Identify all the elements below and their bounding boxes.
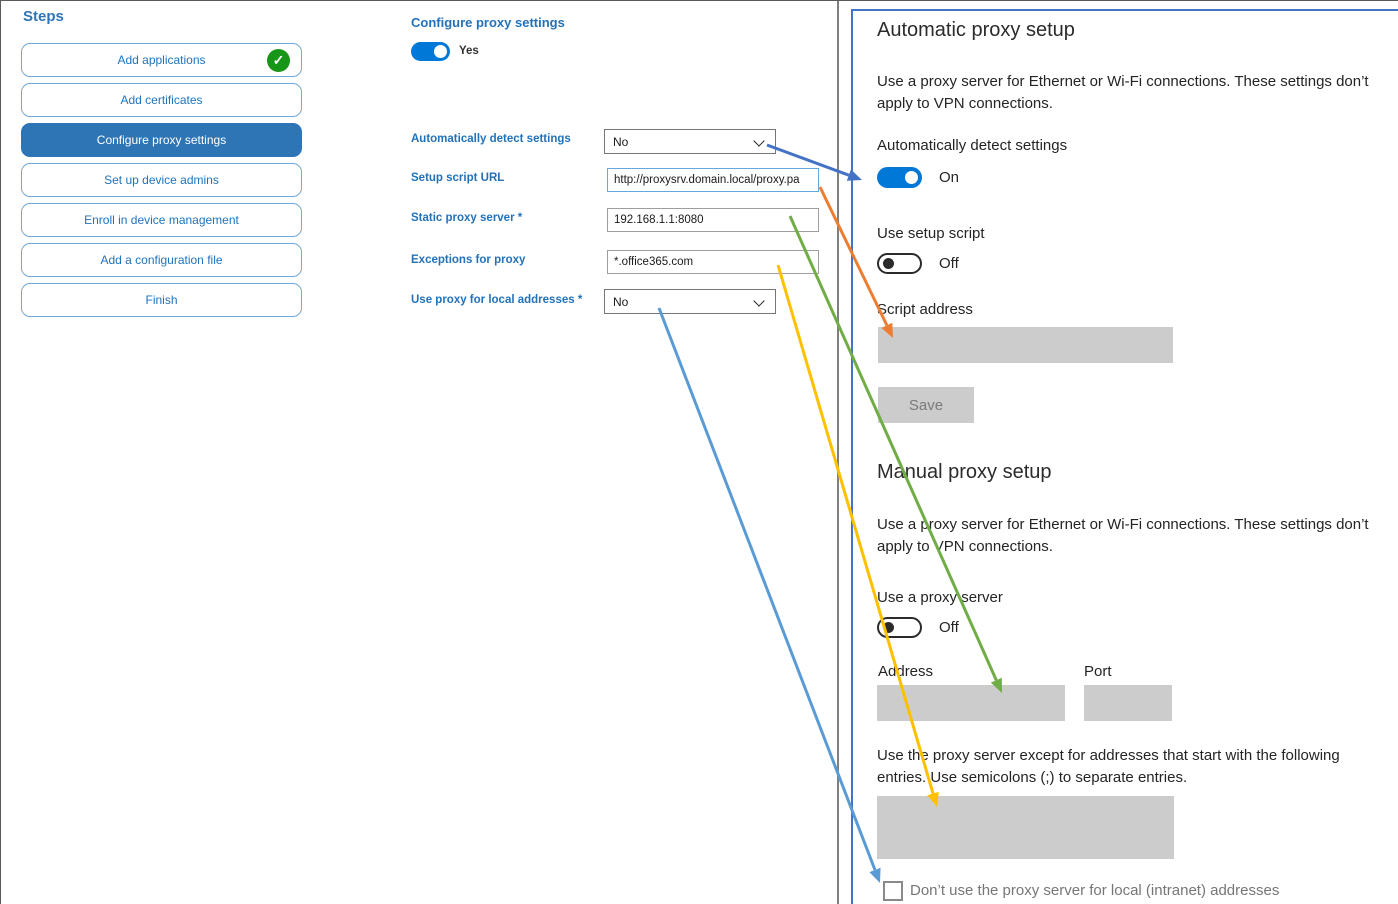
use-setup-script-toggle-state: Off xyxy=(939,255,959,272)
sidebar-step-add-certificates[interactable]: Add certificates xyxy=(21,83,302,117)
sidebar-step-configure-proxy-settings[interactable]: Configure proxy settings xyxy=(21,123,302,157)
chevron-down-icon xyxy=(753,295,765,307)
setup-script-url-label: Setup script URL xyxy=(411,172,505,184)
step-label: Set up device admins xyxy=(104,173,219,187)
address-label: Address xyxy=(878,663,934,680)
use-proxy-local-addresses-label: Use proxy for local addresses * xyxy=(411,294,583,306)
toggle-knob xyxy=(883,622,894,633)
static-proxy-server-label: Static proxy server * xyxy=(411,212,523,224)
auto-detect-settings-dropdown[interactable]: No xyxy=(604,129,776,154)
proxy-exceptions-field[interactable] xyxy=(877,796,1174,859)
step-label: Enroll in device management xyxy=(84,213,239,227)
pane-divider xyxy=(837,1,839,904)
auto-detect-toggle[interactable] xyxy=(877,167,922,188)
automatic-proxy-description: Use a proxy server for Ethernet or Wi-Fi… xyxy=(877,73,1369,112)
exceptions-for-proxy-label: Exceptions for proxy xyxy=(411,254,526,266)
sidebar-step-enroll-in-device-management[interactable]: Enroll in device management xyxy=(21,203,302,237)
use-proxy-server-toggle-state: Off xyxy=(939,619,959,636)
script-address-label: Script address xyxy=(877,301,973,318)
auto-detect-settings-label: Automatically detect settings xyxy=(411,133,571,145)
input-value: *.office365.com xyxy=(614,256,694,268)
dropdown-value: No xyxy=(613,134,629,149)
save-button[interactable]: Save xyxy=(878,387,974,423)
dropdown-value: No xyxy=(613,294,629,309)
toggle-knob xyxy=(434,45,447,58)
step-label: Add certificates xyxy=(120,93,203,107)
toggle-knob xyxy=(905,171,918,184)
arrow-local-addresses-mapping xyxy=(657,307,877,871)
local-addresses-checkbox[interactable] xyxy=(883,881,903,901)
toggle-knob xyxy=(883,258,894,269)
port-field[interactable] xyxy=(1084,685,1172,721)
sidebar-step-add-a-configuration-file[interactable]: Add a configuration file xyxy=(21,243,302,277)
local-addresses-checkbox-label: Don’t use the proxy server for local (in… xyxy=(910,882,1280,899)
step-label: Add applications xyxy=(117,53,206,67)
input-value: http://proxysrv.domain.local/proxy.pa xyxy=(614,174,800,186)
manual-proxy-description: Use a proxy server for Ethernet or Wi-Fi… xyxy=(877,516,1369,555)
exceptions-for-proxy-input[interactable]: *.office365.com xyxy=(607,250,819,274)
address-field[interactable] xyxy=(877,685,1065,721)
sidebar-step-finish[interactable]: Finish xyxy=(21,283,302,317)
sidebar-step-add-applications[interactable]: Add applications ✓ xyxy=(21,43,302,77)
step-label: Add a configuration file xyxy=(100,253,223,267)
chevron-down-icon xyxy=(753,135,765,147)
steps-title: Steps xyxy=(23,8,64,25)
configure-proxy-toggle[interactable] xyxy=(411,42,450,61)
automatic-proxy-setup-heading: Automatic proxy setup xyxy=(877,19,1075,41)
completed-check-icon: ✓ xyxy=(267,49,290,72)
auto-detect-settings-panel-label: Automatically detect settings xyxy=(877,137,1068,154)
auto-detect-toggle-state: On xyxy=(939,169,960,186)
form-title: Configure proxy settings xyxy=(411,15,565,30)
manual-proxy-setup-heading: Manual proxy setup xyxy=(877,461,1052,483)
sidebar-step-set-up-device-admins[interactable]: Set up device admins xyxy=(21,163,302,197)
script-address-field[interactable] xyxy=(878,327,1173,363)
use-proxy-server-toggle[interactable] xyxy=(877,617,922,638)
use-setup-script-label: Use setup script xyxy=(877,225,985,242)
setup-script-url-input[interactable]: http://proxysrv.domain.local/proxy.pa xyxy=(607,168,819,192)
step-label: Configure proxy settings xyxy=(96,133,227,147)
proxy-exceptions-description: Use the proxy server except for addresse… xyxy=(877,747,1340,786)
use-proxy-local-addresses-dropdown[interactable]: No xyxy=(604,289,776,314)
input-value: 192.168.1.1:8080 xyxy=(614,214,704,226)
static-proxy-server-input[interactable]: 192.168.1.1:8080 xyxy=(607,208,819,232)
step-label: Finish xyxy=(145,293,178,307)
use-proxy-server-label: Use a proxy server xyxy=(877,589,1003,606)
configure-proxy-toggle-label: Yes xyxy=(459,45,479,57)
port-label: Port xyxy=(1084,663,1112,680)
use-setup-script-toggle[interactable] xyxy=(877,253,922,274)
